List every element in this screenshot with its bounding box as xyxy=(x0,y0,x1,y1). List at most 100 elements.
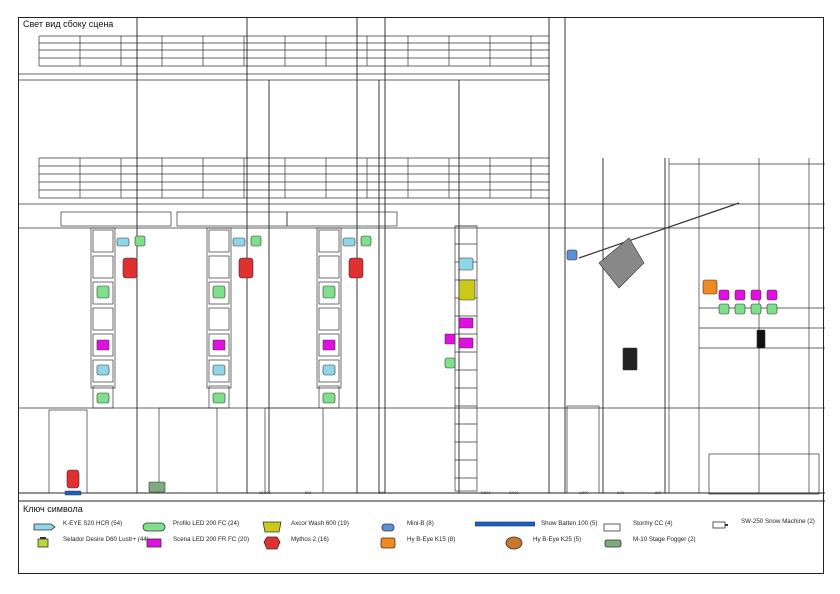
profilo-fixture xyxy=(766,303,778,315)
legend-item-hy-b-eye-k25: Hy B-Eye K25 (5) xyxy=(501,536,581,550)
dimension-label: 500 xyxy=(305,491,311,495)
dimension-label: 1,500 xyxy=(579,491,589,495)
legend-label: Mythos 2 (16) xyxy=(291,536,329,543)
fixture-layer xyxy=(64,235,778,496)
tower-cell xyxy=(92,255,114,279)
legend-item-scena-led-200-fr-fc: Scena LED 200 FR FC (20) xyxy=(141,536,249,550)
profilo-fixture xyxy=(750,303,762,315)
tower-cell xyxy=(208,333,230,357)
stage-structure xyxy=(19,18,825,502)
tower-cell xyxy=(208,359,230,383)
tower-cell xyxy=(318,229,340,253)
legend-label: Selador Desire D60 Lustr+ (44) xyxy=(63,536,149,543)
legend-item-mythos-2: Mythos 2 (16) xyxy=(259,536,329,550)
tower-cell xyxy=(92,307,114,331)
hy-b-eye-k25-icon xyxy=(505,536,523,550)
scena-fixture xyxy=(96,339,110,351)
scena-fixture xyxy=(734,289,746,301)
profilo-fixture xyxy=(360,235,372,247)
tower-cell xyxy=(92,333,114,357)
k-eye-fixture xyxy=(322,364,336,376)
legend-label: Mini-B (8) xyxy=(407,520,434,527)
scena-led-200-fr-fc-icon xyxy=(146,538,162,548)
legend-label: Scena LED 200 FR FC (20) xyxy=(173,536,249,543)
show-batten-100-icon xyxy=(475,521,535,527)
legend-label: Profilo LED 200 FC (24) xyxy=(173,520,240,527)
ladder-frame xyxy=(286,211,398,227)
sw-250-snow-machine-icon xyxy=(712,521,728,529)
mythos-2-icon xyxy=(263,536,281,550)
platform xyxy=(708,453,820,495)
tower-cell xyxy=(318,255,340,279)
tower-cell xyxy=(318,281,340,305)
dimension-label: 800 xyxy=(655,491,661,495)
dimension-label: 2,900 xyxy=(509,491,519,495)
scena-fixture xyxy=(212,339,226,351)
tower-cell xyxy=(318,385,340,409)
legend-item-hy-b-eye-k15: Hy B-Eye K15 (8) xyxy=(375,536,455,550)
m-10-stage-fogger-icon xyxy=(604,539,622,548)
mini-b-fixture xyxy=(566,249,578,261)
tower-cell xyxy=(318,333,340,357)
legend-label: M-10 Stage Fogger (2) xyxy=(633,536,696,543)
legend-item-sw-250-snow-machine: SW-250 Snow Machine (2) xyxy=(709,518,815,532)
scena-fixture xyxy=(458,317,474,329)
tower xyxy=(90,227,116,389)
legend-label: Stormy CC (4) xyxy=(633,520,673,527)
dimension-label: 600 xyxy=(379,491,385,495)
profilo-fixture xyxy=(718,303,730,315)
legend-label: Axcor Wash 600 (19) xyxy=(291,520,349,527)
dimension-label: 2,500 xyxy=(481,491,491,495)
stormy-cc-icon xyxy=(603,523,621,532)
scena-fixture xyxy=(444,333,456,345)
drawing-title: Свет вид сбоку сцена xyxy=(23,19,114,29)
fixture-dark xyxy=(756,329,766,349)
legend-item-k-eye-s20-hcr: K-EYE S20 HCR (54) xyxy=(31,520,122,534)
scena-fixture xyxy=(718,289,730,301)
profilo-led-200-fc-icon xyxy=(142,522,166,532)
legend-item-axcor-wash-600: Axcor Wash 600 (19) xyxy=(259,520,349,534)
legend-item-stormy-cc: Stormy CC (4) xyxy=(601,520,673,534)
axcor-wash-600-icon xyxy=(262,521,282,533)
tower xyxy=(316,227,342,389)
truss-fixture xyxy=(598,237,645,289)
profilo-fixture xyxy=(444,357,456,369)
legend-label: Show Batten 100 (5) xyxy=(541,520,598,527)
axcor-wash-fixture xyxy=(458,279,476,301)
ladder-frame xyxy=(60,211,172,227)
k-eye-fixture xyxy=(458,257,474,271)
tower-cell xyxy=(92,359,114,383)
tower-cell xyxy=(92,229,114,253)
tower-cell xyxy=(92,385,114,409)
scena-fixture xyxy=(458,337,474,349)
legend-label: Hy B-Eye K15 (8) xyxy=(407,536,456,543)
legend-item-mini-b: Mini-B (8) xyxy=(375,520,434,534)
fixture-dark xyxy=(622,347,638,371)
tower-cell xyxy=(208,255,230,279)
mini-b-icon xyxy=(381,523,395,532)
legend-item-selador-desire-d60: Selador Desire D60 Lustr+ (44) xyxy=(31,536,149,550)
legend-title: Ключ символа xyxy=(23,504,83,514)
legend-item-m-10-stage-fogger: M-10 Stage Fogger (2) xyxy=(601,536,696,550)
k-eye-fixture xyxy=(96,364,110,376)
scena-fixture xyxy=(766,289,778,301)
k-eye-fixture xyxy=(212,364,226,376)
tower-cell xyxy=(318,359,340,383)
legend-label: K-EYE S20 HCR (54) xyxy=(63,520,123,527)
hy-b-eye-k15-icon xyxy=(380,537,396,549)
tower-cell xyxy=(208,307,230,331)
profilo-fixture xyxy=(212,285,226,299)
ladder-frame xyxy=(176,211,288,227)
tower-cell xyxy=(208,385,230,409)
tower-cell xyxy=(208,229,230,253)
legend-label: SW-250 Snow Machine (2) xyxy=(741,518,815,525)
tower-cell xyxy=(318,307,340,331)
legend-item-profilo-led-200-fc: Profilo LED 200 FC (24) xyxy=(141,520,239,534)
profilo-fixture xyxy=(734,303,746,315)
profilo-fixture xyxy=(250,235,262,247)
profilo-fixture xyxy=(322,392,336,404)
mythos-2-fixture xyxy=(348,257,364,279)
